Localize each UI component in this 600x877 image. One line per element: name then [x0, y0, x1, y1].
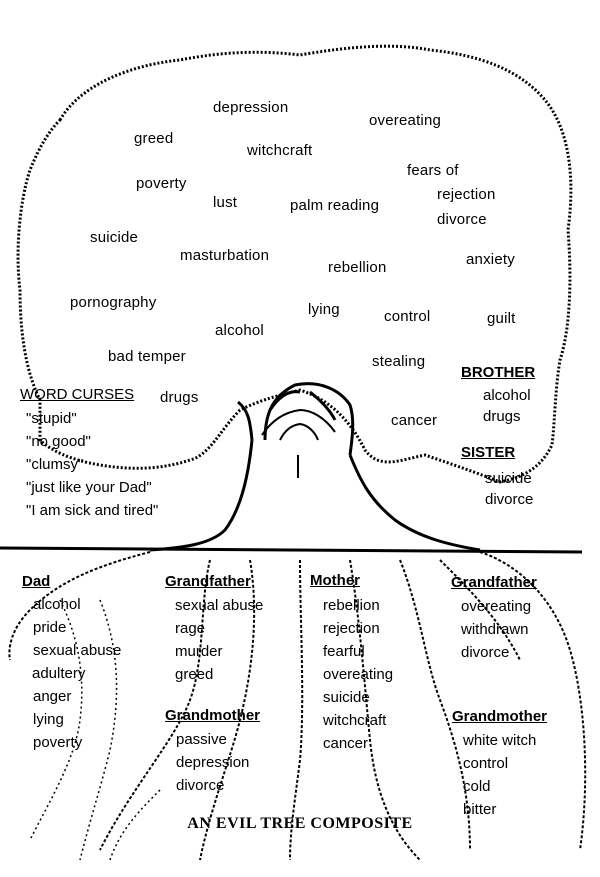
crown-word: depression: [213, 99, 289, 116]
crown-word: masturbation: [180, 247, 270, 264]
word-curse-item: "just like your Dad": [26, 479, 152, 496]
dad-list: alcohol pride sexual abuse adultery ange…: [32, 593, 122, 754]
grandmother-1-heading: Grandmother: [165, 707, 261, 724]
crown-word: control: [384, 308, 431, 325]
mother-item: witchcraft: [323, 712, 387, 729]
crown-word: lying: [308, 301, 340, 318]
brother-list: alcohol drugs: [483, 385, 531, 427]
crown-word: witchcraft: [247, 142, 313, 159]
grandmother-2-item: cold: [463, 778, 491, 795]
crown-word: rebellion: [328, 259, 387, 276]
crown-word: alcohol: [215, 322, 264, 339]
crown-word: lust: [213, 194, 238, 211]
word-curse-item: "clumsy": [26, 456, 84, 473]
crown-word: anxiety: [466, 251, 515, 268]
tree-trunk: [149, 382, 481, 552]
word-curse-item: "stupid": [26, 410, 77, 427]
sister-heading: SISTER: [461, 444, 516, 461]
crown-word: divorce: [437, 211, 487, 228]
ground-line: [0, 546, 583, 554]
crown-word: pornography: [70, 294, 157, 311]
sister-list: suicide divorce: [485, 468, 533, 510]
crown-word: poverty: [136, 175, 187, 192]
dad-heading: Dad: [22, 573, 51, 590]
crown-word: stealing: [372, 353, 426, 370]
mother-item: cancer: [323, 735, 369, 752]
dad-item: sexual abuse: [33, 642, 122, 659]
dad-item: pride: [33, 619, 67, 636]
word-curse-item: "I am sick and tired": [26, 502, 159, 519]
trunk-branches: [261, 408, 336, 478]
crown-word: drugs: [160, 389, 199, 406]
grandfather-2-item: overeating: [461, 598, 532, 615]
crown-word: cancer: [391, 412, 438, 429]
dad-item: anger: [33, 688, 72, 705]
mother-item: fearful: [323, 643, 365, 660]
dad-item: poverty: [33, 734, 83, 751]
word-curse-item: "no good": [26, 433, 91, 450]
grandmother-2-heading: Grandmother: [452, 708, 548, 725]
grandfather-1-item: rage: [175, 620, 206, 637]
grandfather-1-item: sexual abuse: [175, 597, 264, 614]
grandfather-2-item: divorce: [461, 644, 510, 661]
grandmother-1-item: passive: [176, 731, 227, 748]
grandmother-2-item: bitter: [463, 801, 497, 818]
crown-word: suicide: [90, 229, 139, 246]
brother-heading: BROTHER: [461, 364, 536, 381]
mother-list: rebellion rejection fearful overeating s…: [323, 594, 393, 755]
crown-word: fears of: [407, 162, 459, 179]
crown-word: rejection: [437, 186, 496, 203]
word-curses-heading: WORD CURSES: [20, 386, 135, 403]
grandfather-1-item: greed: [175, 666, 214, 683]
mother-item: rebellion: [323, 597, 380, 614]
grandmother-1-item: divorce: [176, 777, 225, 794]
tree-roots: [8, 551, 587, 861]
word-curses-list: "stupid" "no good" "clumsy" "just like y…: [26, 407, 158, 522]
grandmother-1-item: depression: [176, 754, 250, 771]
grandmother-1-list: passive depression divorce: [176, 728, 249, 797]
sister-item: divorce: [485, 491, 534, 508]
mother-item: suicide: [323, 689, 370, 706]
mother-item: overeating: [323, 666, 394, 683]
brother-item: drugs: [483, 408, 521, 425]
grandfather-1-item: murder: [175, 643, 223, 660]
sister-item: suicide: [485, 470, 532, 487]
grandmother-2-item: white witch: [463, 732, 537, 749]
diagram-caption: AN EVIL TREE COMPOSITE: [187, 815, 413, 832]
dad-item: lying: [33, 711, 64, 728]
dad-item: adultery: [32, 665, 86, 682]
grandmother-2-list: white witch control cold bitter: [463, 729, 536, 821]
crown-word: palm reading: [290, 197, 380, 214]
crown-word: greed: [134, 130, 174, 147]
crown-word: bad temper: [108, 348, 186, 365]
brother-item: alcohol: [483, 387, 531, 404]
crown-word: guilt: [487, 310, 516, 327]
grandfather-1-heading: Grandfather: [165, 573, 251, 590]
grandfather-2-heading: Grandfather: [451, 574, 537, 591]
grandfather-2-list: overeating withdrawn divorce: [461, 595, 531, 664]
dad-item: alcohol: [33, 596, 81, 613]
grandmother-2-item: control: [463, 755, 509, 772]
grandfather-1-list: sexual abuse rage murder greed: [175, 594, 263, 686]
crown-word: overeating: [369, 112, 442, 129]
mother-heading: Mother: [310, 572, 360, 589]
mother-item: rejection: [323, 620, 380, 637]
grandfather-2-item: withdrawn: [461, 621, 529, 638]
